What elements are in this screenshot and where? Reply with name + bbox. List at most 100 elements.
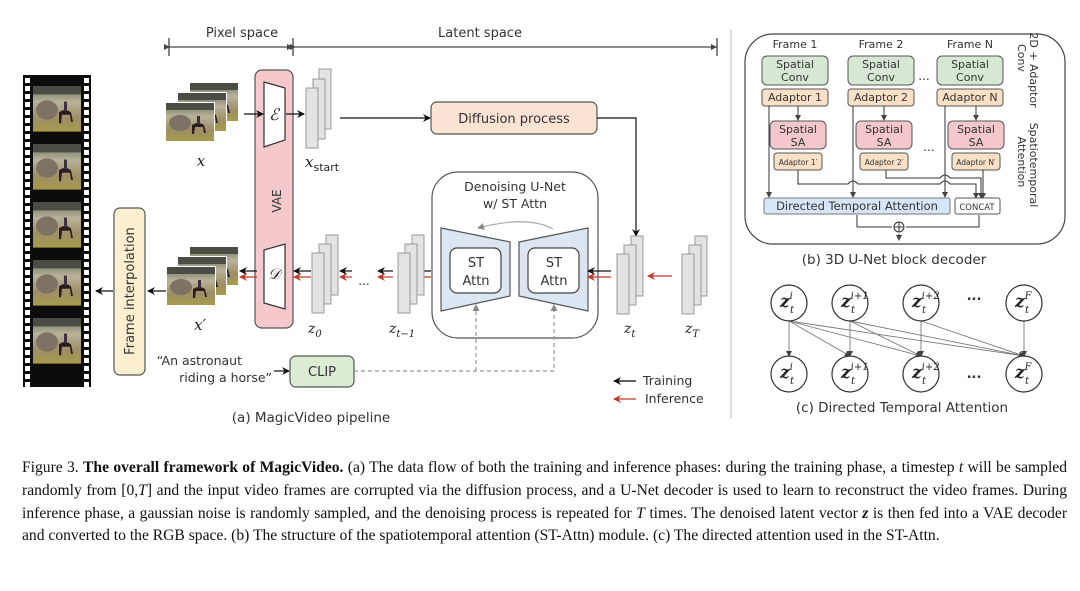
legend-training-label: Training (642, 373, 692, 388)
film-perforation (25, 214, 30, 219)
z0-label: z0 (307, 321, 322, 340)
film-perforation (25, 326, 30, 331)
spatial-conv-box (761, 55, 829, 86)
film-perforation (25, 318, 30, 323)
film-perforation (25, 134, 30, 139)
film-perforation (84, 350, 89, 355)
encoder-shape (263, 81, 286, 148)
film-perforation (25, 358, 30, 363)
film-perforation (25, 174, 30, 179)
film-perforation (84, 198, 89, 203)
spatial-conv-box (936, 55, 1004, 86)
svg-text:Adaptor 2′: Adaptor 2′ (865, 158, 904, 167)
film-perforation (84, 262, 89, 267)
latent-z0: z0 (307, 234, 339, 340)
svg-text:Adaptor 2: Adaptor 2 (854, 91, 908, 104)
film-perforation (25, 254, 30, 259)
side-label-st-attn-line1: Spatiotemporal (1027, 123, 1040, 208)
film-perforation (25, 350, 30, 355)
film-perforation (84, 334, 89, 339)
svg-text:Adaptor 1: Adaptor 1 (768, 91, 822, 104)
svg-text:Conv: Conv (781, 71, 809, 84)
prompt-line2: riding a horse” (179, 370, 272, 385)
film-perforation (25, 78, 30, 83)
latent-space-label: Latent space (438, 26, 522, 41)
film-perforation (84, 150, 89, 155)
dta-edge (920, 320, 1025, 358)
svg-text:SA: SA (791, 136, 806, 149)
side-label-st-attn-line2: Attention (1015, 137, 1028, 188)
side-label-2d-adaptor-line1: 2D + Adaptor (1027, 32, 1040, 108)
film-perforation (84, 310, 89, 315)
svg-text:Spatial: Spatial (957, 123, 995, 136)
directed-temporal-attention-bar: Directed Temporal Attention (763, 197, 951, 215)
film-perforation (84, 134, 89, 139)
svg-text:Spatial: Spatial (776, 58, 814, 71)
legend: Training Inference (613, 373, 704, 406)
spatial-sa-box (855, 120, 913, 150)
vae-block: ℰ 𝒟 VAE (254, 69, 294, 329)
film-perforation (84, 230, 89, 235)
film-perforation (84, 238, 89, 243)
spatial-sa-box (947, 120, 1005, 150)
frame-interpolation-box: Frame interpolation (113, 207, 146, 376)
film-perforation (84, 286, 89, 291)
x-prime-label: x′ (194, 316, 206, 334)
film-perforation (25, 238, 30, 243)
film-perforation (25, 334, 30, 339)
film-perforation (25, 302, 30, 307)
film-perforation (25, 126, 30, 131)
dta-edges (786, 320, 1027, 359)
adaptor-box (936, 88, 1004, 107)
diffusion-process-box: Diffusion process (430, 101, 598, 135)
arrow-diffusion-to-zt (597, 117, 640, 237)
svg-text:SA: SA (969, 136, 984, 149)
film-perforation (25, 142, 30, 147)
film-perforation (84, 166, 89, 171)
sa-ellipsis: ... (923, 140, 934, 154)
svg-text:Attn: Attn (462, 274, 489, 289)
film-perforation (84, 278, 89, 283)
dta-edge (849, 320, 1025, 358)
film-perforation (25, 230, 30, 235)
film-perforation (84, 246, 89, 251)
svg-text:Adaptor N′: Adaptor N′ (956, 158, 996, 167)
film-perforation (84, 374, 89, 379)
film-perforation (25, 262, 30, 267)
encoder-symbol: ℰ (269, 105, 281, 124)
spatial-conv-box (847, 55, 915, 86)
film-perforation (84, 174, 89, 179)
film-perforation (84, 142, 89, 147)
film-perforation (84, 78, 89, 83)
film-perforation (25, 382, 30, 387)
film-perforation (84, 254, 89, 259)
svg-text:ST: ST (468, 256, 484, 271)
latent-ellipsis: ... (358, 274, 369, 288)
figure-caption: Figure 3. The overall framework of Magic… (22, 459, 1068, 545)
svg-text:Spatial: Spatial (865, 123, 903, 136)
unet-block-connections (766, 106, 986, 241)
unet-title-line2: w/ ST Attn (483, 196, 547, 211)
adaptor-prime-box (951, 152, 1001, 171)
svg-text:Directed Temporal Attention: Directed Temporal Attention (776, 199, 938, 213)
adaptor-prime-box (859, 152, 909, 171)
film-perforation (25, 158, 30, 163)
film-perforation (25, 118, 30, 123)
vae-label: VAE (270, 189, 284, 212)
clip-label: CLIP (308, 365, 336, 380)
film-perforation (84, 318, 89, 323)
unet-title-line1: Denoising U-Net (464, 179, 566, 194)
svg-text:Spatial: Spatial (779, 123, 817, 136)
film-perforation (84, 190, 89, 195)
film-perforation (25, 270, 30, 275)
